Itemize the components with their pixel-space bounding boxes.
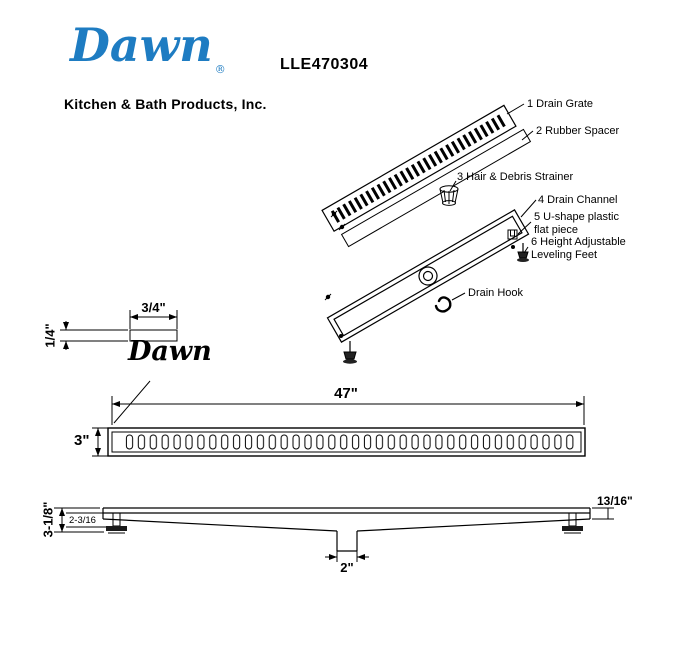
- drain-hook-part: [434, 296, 452, 313]
- side-foot-right: [562, 512, 583, 534]
- side-view-end-height-dimension: 13/16": [597, 494, 633, 508]
- side-view: [54, 507, 614, 562]
- company-name: Kitchen & Bath Products, Inc.: [64, 96, 267, 112]
- side-view-height-dimension: 3-1/8": [40, 501, 56, 538]
- side-foot-left: [106, 512, 127, 534]
- u-shape-part: [507, 229, 518, 240]
- label-rubber-spacer: 2 Rubber Spacer: [536, 125, 620, 137]
- drain-grate-part: [321, 104, 517, 232]
- drain-channel-part: [326, 209, 530, 343]
- top-view: [92, 396, 586, 457]
- logo-registered-mark: ®: [214, 63, 226, 76]
- top-view-length-dimension: 47": [334, 385, 358, 402]
- detail-thickness-dimension: 1/4": [42, 323, 58, 348]
- label-u-shape: 5 U-shape plastic flat piece: [534, 211, 619, 237]
- detail-brand-script: Dawn: [128, 336, 212, 367]
- side-view-channel-depth-dimension: 2-3/16: [69, 515, 96, 526]
- exploded-view: [321, 103, 537, 364]
- label-hair-strainer: 3 Hair & Debris Strainer: [457, 171, 574, 183]
- screw-icons: [324, 210, 346, 301]
- model-number: LLE470304: [280, 56, 369, 73]
- side-view-dimension-lines: [54, 507, 614, 562]
- label-drain-grate: 1 Drain Grate: [527, 98, 594, 110]
- logo-script: Dawn: [70, 18, 213, 72]
- leveling-foot-left: [339, 334, 357, 364]
- leader-lines: [449, 103, 537, 301]
- label-drain-hook: Drain Hook: [468, 287, 524, 299]
- grate-slots: [124, 434, 576, 450]
- side-view-outlet-width-dimension: 2": [340, 560, 354, 575]
- leveling-foot-right: [511, 243, 529, 262]
- hair-strainer-part: [439, 185, 459, 206]
- label-drain-channel: 4 Drain Channel: [538, 194, 618, 206]
- label-leveling-feet: 6 Height Adjustable Leveling Feet: [531, 236, 626, 262]
- top-view-width-dimension: 3": [74, 432, 90, 449]
- dawn-logo: Dawn®: [70, 22, 226, 76]
- detail-width-dimension: 3/4": [141, 300, 166, 315]
